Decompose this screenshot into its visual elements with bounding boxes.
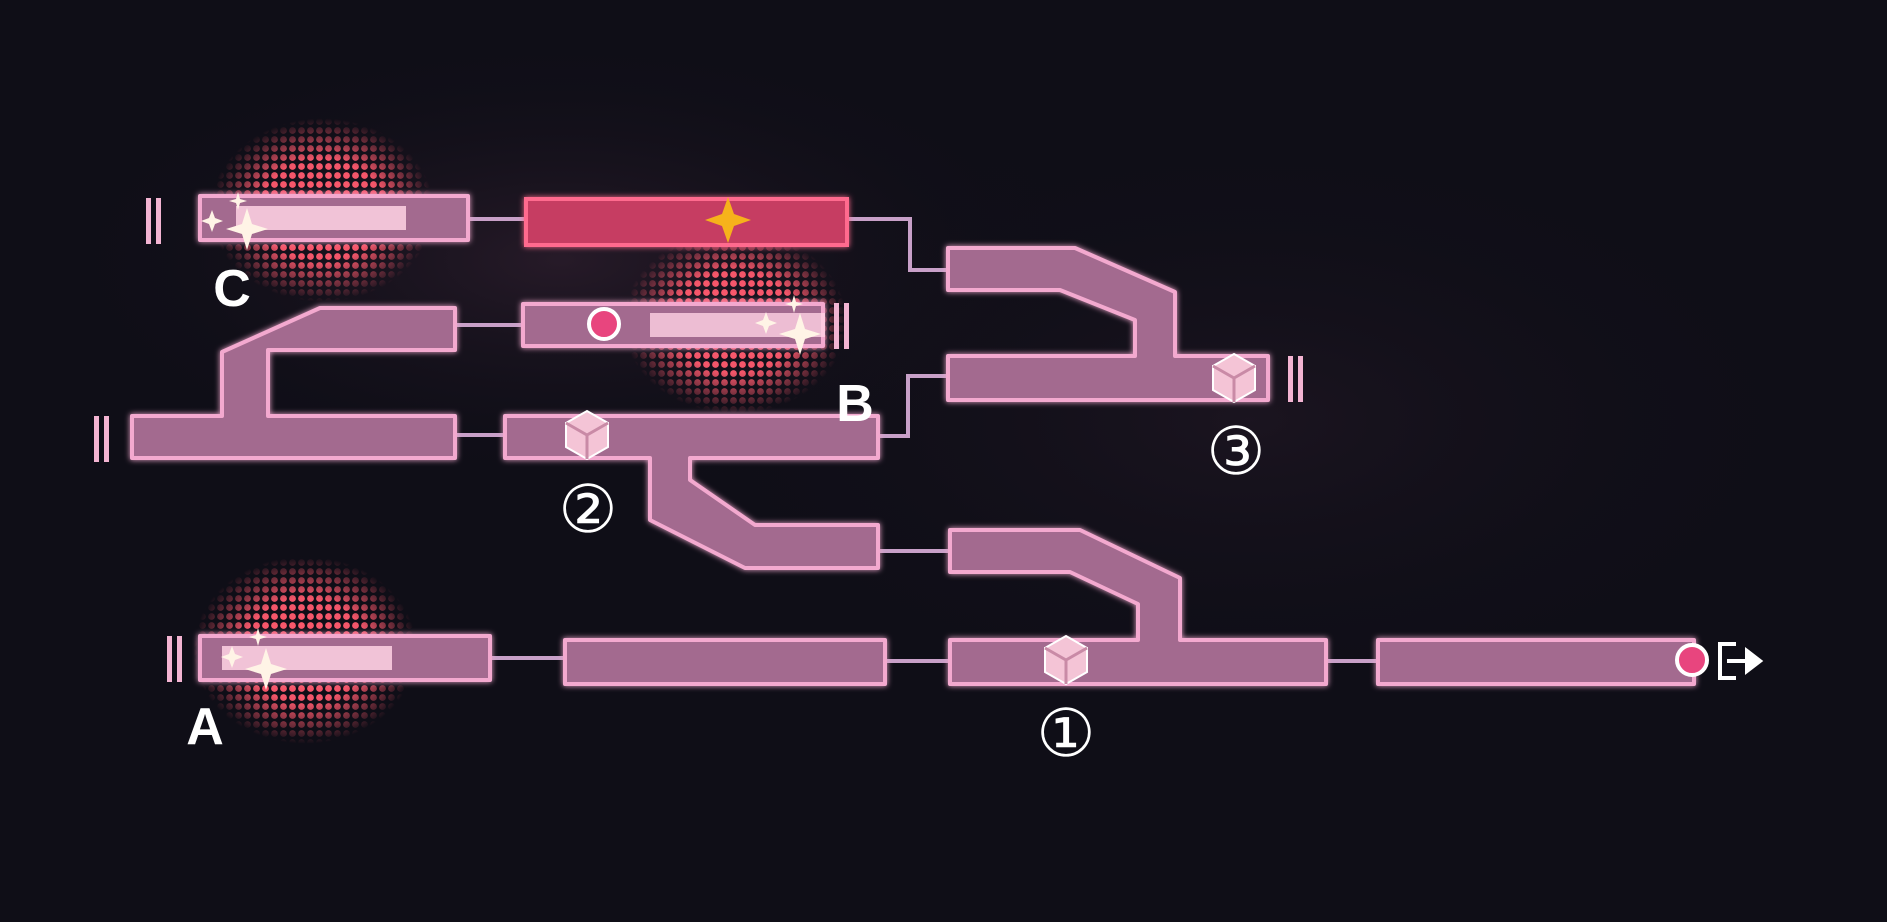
cube-icon[interactable] (1044, 634, 1088, 686)
hotspot-lane (236, 206, 406, 230)
sparkle-icon (201, 192, 268, 250)
sparkle-icon (221, 628, 287, 690)
track-segment-active (524, 197, 849, 247)
double-bar-icon (167, 636, 182, 682)
cube-icon[interactable] (1212, 352, 1256, 404)
double-bar-icon (1288, 356, 1303, 402)
pink-dot-marker (1675, 643, 1709, 677)
double-bar-icon (834, 303, 849, 349)
four-point-star-icon (705, 197, 751, 243)
tracks (130, 194, 1696, 686)
label-a: A (186, 698, 224, 756)
label-c: C (213, 260, 251, 318)
hotspot-lane (222, 646, 392, 670)
track-segment-end (1376, 638, 1696, 686)
label-item-2: ② (558, 472, 617, 546)
track-branch (948, 528, 1328, 686)
track-segment (563, 638, 887, 686)
label-b: B (836, 375, 874, 433)
label-item-1: ① (1036, 696, 1095, 770)
track-branch (946, 246, 1270, 402)
double-bar-icon (146, 198, 161, 244)
pink-dot-marker (587, 307, 621, 341)
sparkle-icon (755, 295, 821, 355)
label-item-3: ③ (1206, 414, 1265, 488)
exit-arrow-icon[interactable] (1718, 642, 1764, 680)
track-branch (503, 414, 880, 570)
cube-icon[interactable] (565, 409, 609, 461)
track-branch (130, 306, 457, 460)
double-bar-icon (94, 416, 109, 462)
